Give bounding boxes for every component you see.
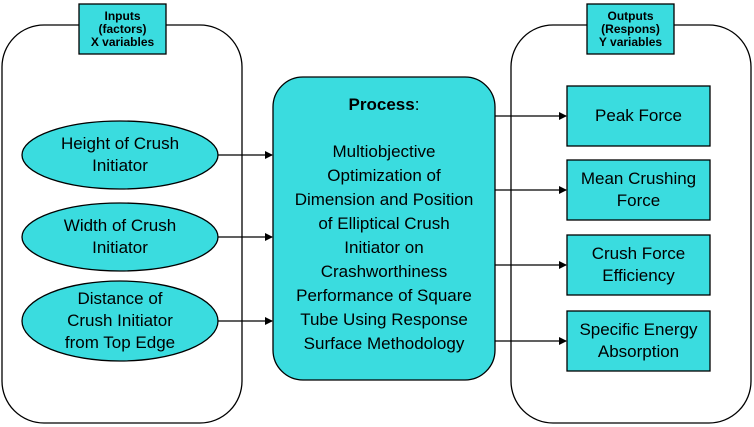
response-label-specific-energy-absorption: Specific Energy Absorption <box>567 311 710 371</box>
process-line: Optimization of <box>327 166 441 185</box>
process-title: Process: <box>273 93 495 117</box>
response-line: Force <box>616 191 661 210</box>
response-line: Mean Crushing <box>580 169 697 188</box>
factor-line: Initiator <box>92 156 148 175</box>
factor-line: Height of Crush <box>60 134 180 153</box>
outputs-tab <box>586 3 675 55</box>
response-line: Crush Force <box>591 244 686 263</box>
process-line: Performance of Square <box>296 286 472 305</box>
process-line: Tube Using Response <box>300 310 468 329</box>
inputs-tab-label: Inputs (factors) X variables <box>79 4 166 54</box>
outputs-tab-line: Y variables <box>598 34 663 49</box>
process-title-suffix: : <box>414 95 420 114</box>
inputs-tab <box>78 3 167 55</box>
factor-label-width: Width of Crush Initiator <box>22 203 218 271</box>
inputs-tab-line: X variables <box>90 34 155 49</box>
response-box-peak-force <box>566 85 711 147</box>
factor-line: Crush Initiator <box>67 311 173 330</box>
response-line: Absorption <box>597 342 680 361</box>
response-box-specific-energy-absorption <box>566 310 711 372</box>
outputs-tab-line: Outputs <box>607 8 654 23</box>
outputs-tab-line: (Respons) <box>601 21 660 36</box>
inputs-tab-line: Inputs <box>104 8 141 23</box>
process-line: Crashworthiness <box>320 262 448 281</box>
factor-line: from Top Edge <box>64 333 176 352</box>
response-label-mean-crushing-force: Mean Crushing Force <box>567 160 710 220</box>
process-line: of Elliptical Crush <box>318 214 450 233</box>
response-line: Specific Energy <box>579 320 698 339</box>
inputs-tab-line: (factors) <box>98 21 147 36</box>
response-label-peak-force: Peak Force <box>567 86 710 146</box>
response-line: Peak Force <box>595 106 682 125</box>
response-label-crush-force-efficiency: Crush Force Efficiency <box>567 235 710 295</box>
response-box-crush-force-efficiency <box>566 234 711 296</box>
response-box-mean-crushing-force <box>566 159 711 221</box>
factor-line: Initiator <box>92 238 148 257</box>
process-line: Multiobjective <box>332 142 436 161</box>
process-line: Initiator on <box>344 238 424 257</box>
factor-label-distance: Distance of Crush Initiator from Top Edg… <box>22 281 218 361</box>
factor-line: Width of Crush <box>63 216 177 235</box>
process-line: Dimension and Position <box>294 190 474 209</box>
process-title-text: Process <box>348 95 415 114</box>
factor-line: Distance of <box>77 289 163 308</box>
outputs-tab-label: Outputs (Respons) Y variables <box>587 4 674 54</box>
process-box <box>272 76 496 381</box>
process-description: Multiobjective Optimization of Dimension… <box>273 140 495 368</box>
process-line: Surface Methodology <box>303 334 465 353</box>
response-line: Efficiency <box>602 266 675 285</box>
factor-label-height: Height of Crush Initiator <box>22 121 218 189</box>
